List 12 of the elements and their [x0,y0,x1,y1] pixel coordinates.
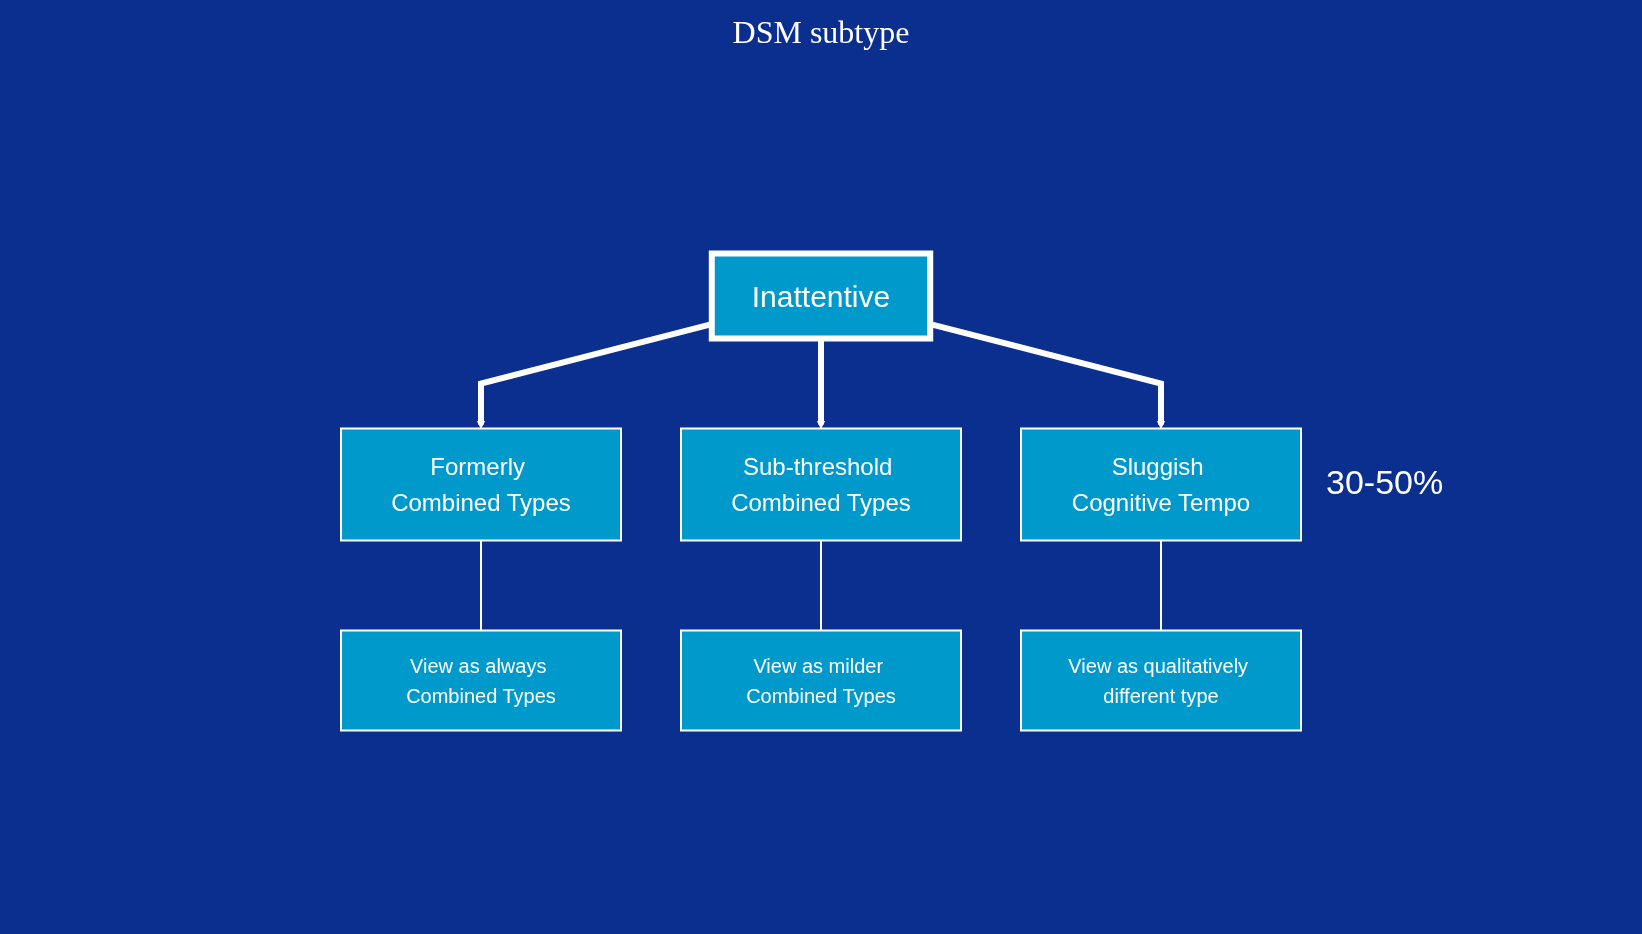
connector [1160,539,1162,632]
connector [480,539,482,632]
node-box: Formerly Combined Types [340,427,622,542]
node-box: Inattentive [708,250,934,342]
percentage-note: 30-50% [1326,462,1444,502]
diagram-title: DSM subtype [731,14,911,51]
node-box: View as always Combined Types [340,629,622,732]
connector [820,539,822,632]
node-box: View as milder Combined Types [680,629,962,732]
node-box: Sub-threshold Combined Types [680,427,962,542]
node-box: Sluggish Cognitive Tempo [1020,427,1302,542]
node-box: View as qualitatively different type [1020,629,1302,732]
